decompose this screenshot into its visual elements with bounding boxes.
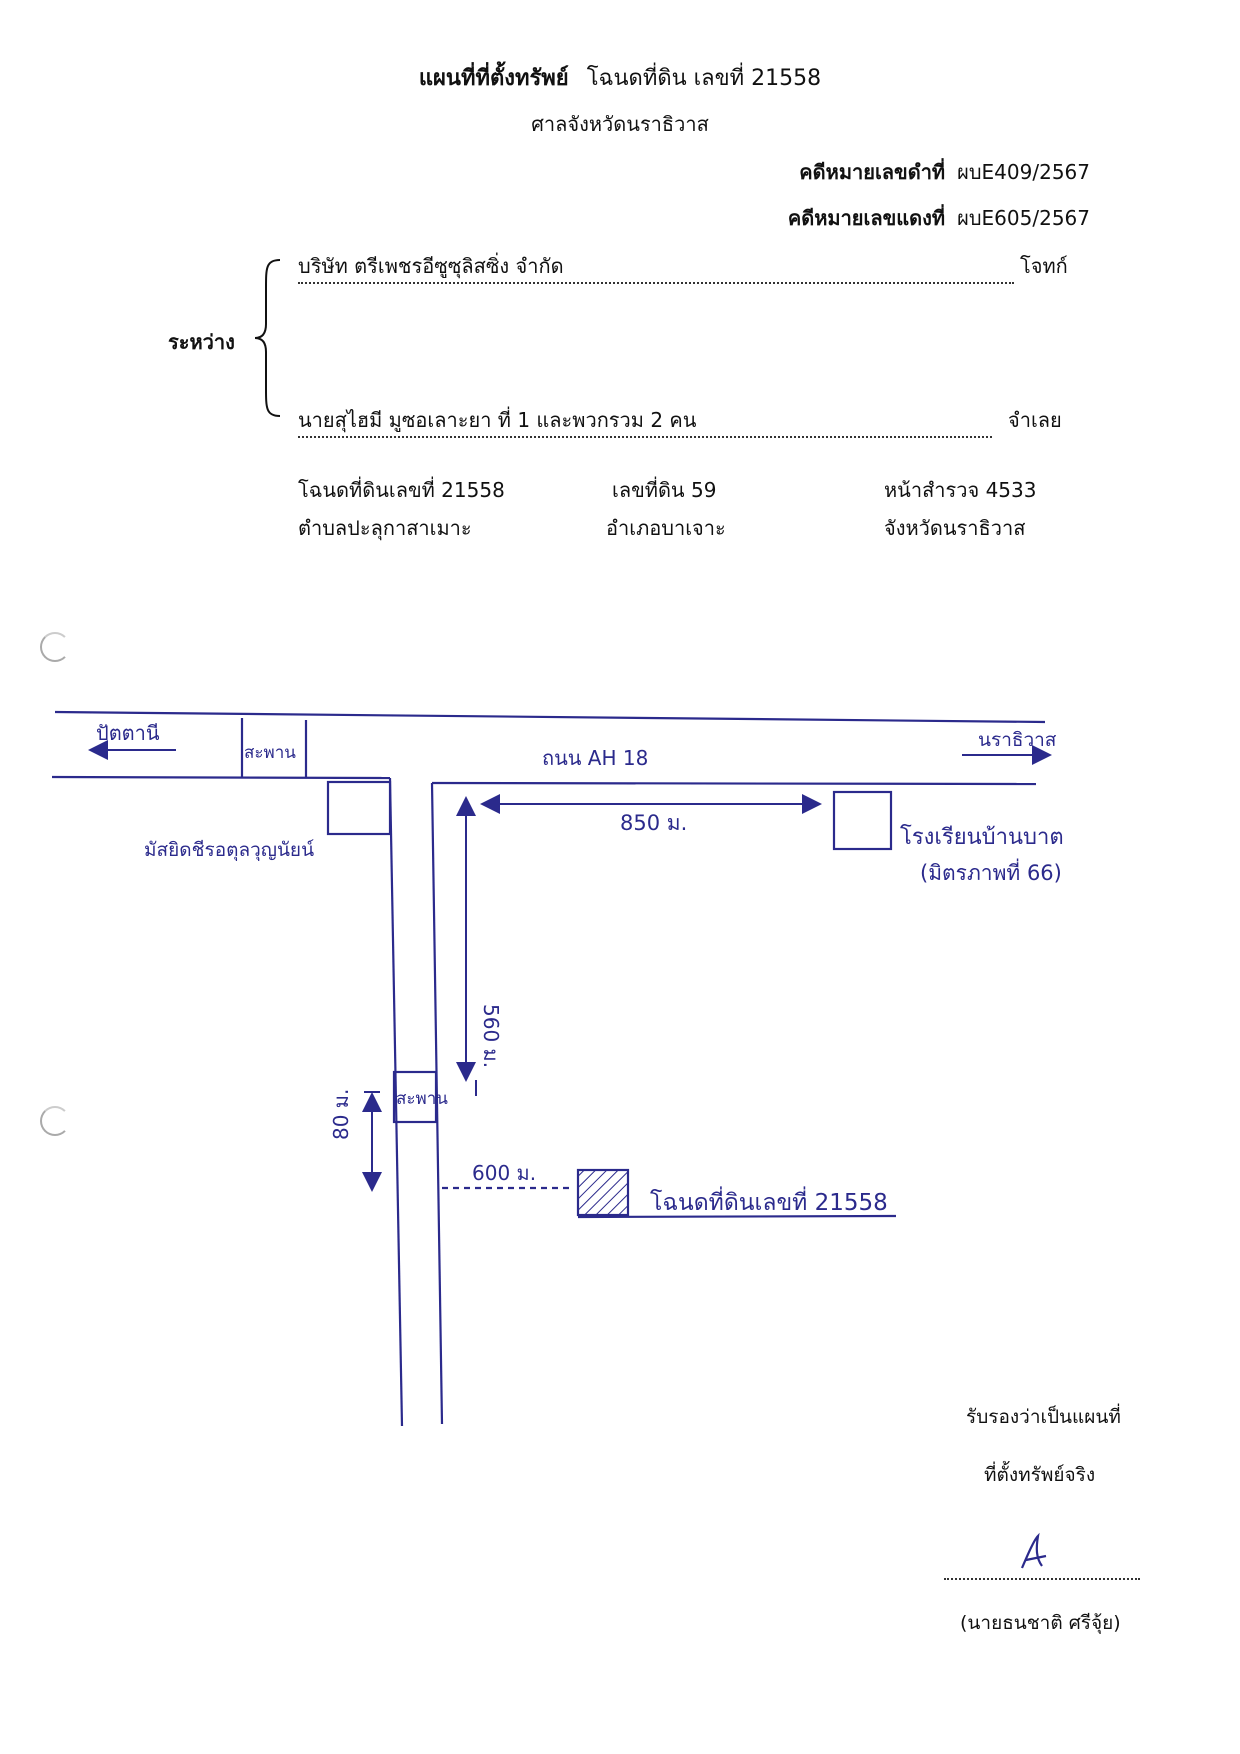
- province: จังหวัดนราธิวาส: [884, 516, 1026, 540]
- road-ah18-top-edge: [54, 710, 1046, 724]
- red-case-label: คดีหมายเลขแดงที่: [787, 206, 946, 230]
- punch-hole-icon: [40, 1106, 70, 1136]
- certify-line-1: รับรองว่าเป็นแผนที่: [966, 1406, 1121, 1428]
- subdistrict: ตำบลปะลุกาสาเมาะ: [298, 516, 472, 540]
- distance-560-label: 560 ม.: [479, 1004, 503, 1068]
- plaintiff-role: โจทก์: [1020, 254, 1068, 278]
- parcel-box: [576, 1168, 630, 1217]
- survey-page: หน้าสำรวจ 4533: [884, 478, 1037, 502]
- title-bold: แผนที่ที่ตั้งทรัพย์: [418, 66, 569, 91]
- black-case-label: คดีหมายเลขดำที่: [799, 160, 946, 184]
- document-title: แผนที่ที่ตั้งทรัพย์ โฉนดที่ดิน เลขที่ 215…: [0, 60, 1240, 95]
- bridge-top-box: [240, 718, 308, 778]
- side-road-west-edge: [388, 777, 404, 1427]
- between-label: ระหว่าง: [168, 330, 235, 354]
- road-ah18-bottom-edge-east: [431, 781, 1037, 786]
- distance-80-label: 80 ม.: [329, 1089, 353, 1140]
- east-label: นราธิวาส: [978, 729, 1057, 751]
- land-number: เลขที่ดิน 59: [612, 478, 717, 502]
- certify-line-2: ที่ตั้งทรัพย์จริง: [984, 1464, 1096, 1486]
- distance-850-label: 850 ม.: [620, 811, 687, 835]
- school-box: [832, 790, 893, 851]
- defendant-row: นายสุไฮมี มูซอเลาะยา ที่ 1 และพวกรวม 2 ค…: [298, 404, 992, 438]
- west-label: ปัตตานี: [96, 721, 160, 745]
- brace-icon: [254, 259, 281, 417]
- parcel-underline: [577, 1214, 897, 1219]
- bridge-mid-box: [392, 1070, 438, 1124]
- deed-number: โฉนดที่ดินเลขที่ 21558: [298, 478, 505, 502]
- road-label: ถนน AH 18: [542, 746, 648, 770]
- signature-line: [944, 1578, 1140, 1580]
- black-case-number: ผบE409/2567: [957, 160, 1090, 184]
- red-case-number: ผบE605/2567: [957, 206, 1090, 230]
- district: อำเภอบาเจาะ: [606, 516, 726, 540]
- signature-mark: [1020, 1532, 1047, 1569]
- bridge-top-label: สะพาน: [244, 743, 296, 763]
- parcel-label: โฉนดที่ดินเลขที่ 21558: [650, 1186, 888, 1216]
- signer-name: (นายธนชาติ ศรีจุ้ย): [960, 1612, 1121, 1634]
- plaintiff-name: บริษัท ตรีเพชรอีซูซุลิสซิ่ง จำกัด: [298, 250, 1014, 284]
- plaintiff-row: บริษัท ตรีเพชรอีซูซุลิสซิ่ง จำกัด: [298, 250, 1014, 284]
- school-label-2: (มิตรภาพที่ 66): [920, 858, 1062, 885]
- defendant-name: นายสุไฮมี มูซอเลาะยา ที่ 1 และพวกรวม 2 ค…: [298, 404, 992, 438]
- mosque-box: [326, 780, 392, 836]
- red-case-line: คดีหมายเลขแดงที่ ผบE605/2567: [788, 202, 1090, 234]
- title-deed: โฉนดที่ดิน เลขที่ 21558: [586, 66, 822, 91]
- mosque-label: มัสยิดชีรอตุลวุญนัยน์: [144, 839, 314, 862]
- distance-600-label: 600 ม.: [472, 1161, 536, 1185]
- punch-hole-icon: [40, 632, 70, 662]
- road-ah18-bottom-edge-west: [51, 775, 391, 780]
- school-label-1: โรงเรียนบ้านบาต: [900, 824, 1064, 850]
- black-case-line: คดีหมายเลขดำที่ ผบE409/2567: [799, 156, 1090, 188]
- defendant-role: จำเลย: [1008, 408, 1062, 432]
- bridge-mid-label: สะพาน: [396, 1089, 448, 1109]
- court-name: ศาลจังหวัดนราธิวาส: [531, 112, 709, 136]
